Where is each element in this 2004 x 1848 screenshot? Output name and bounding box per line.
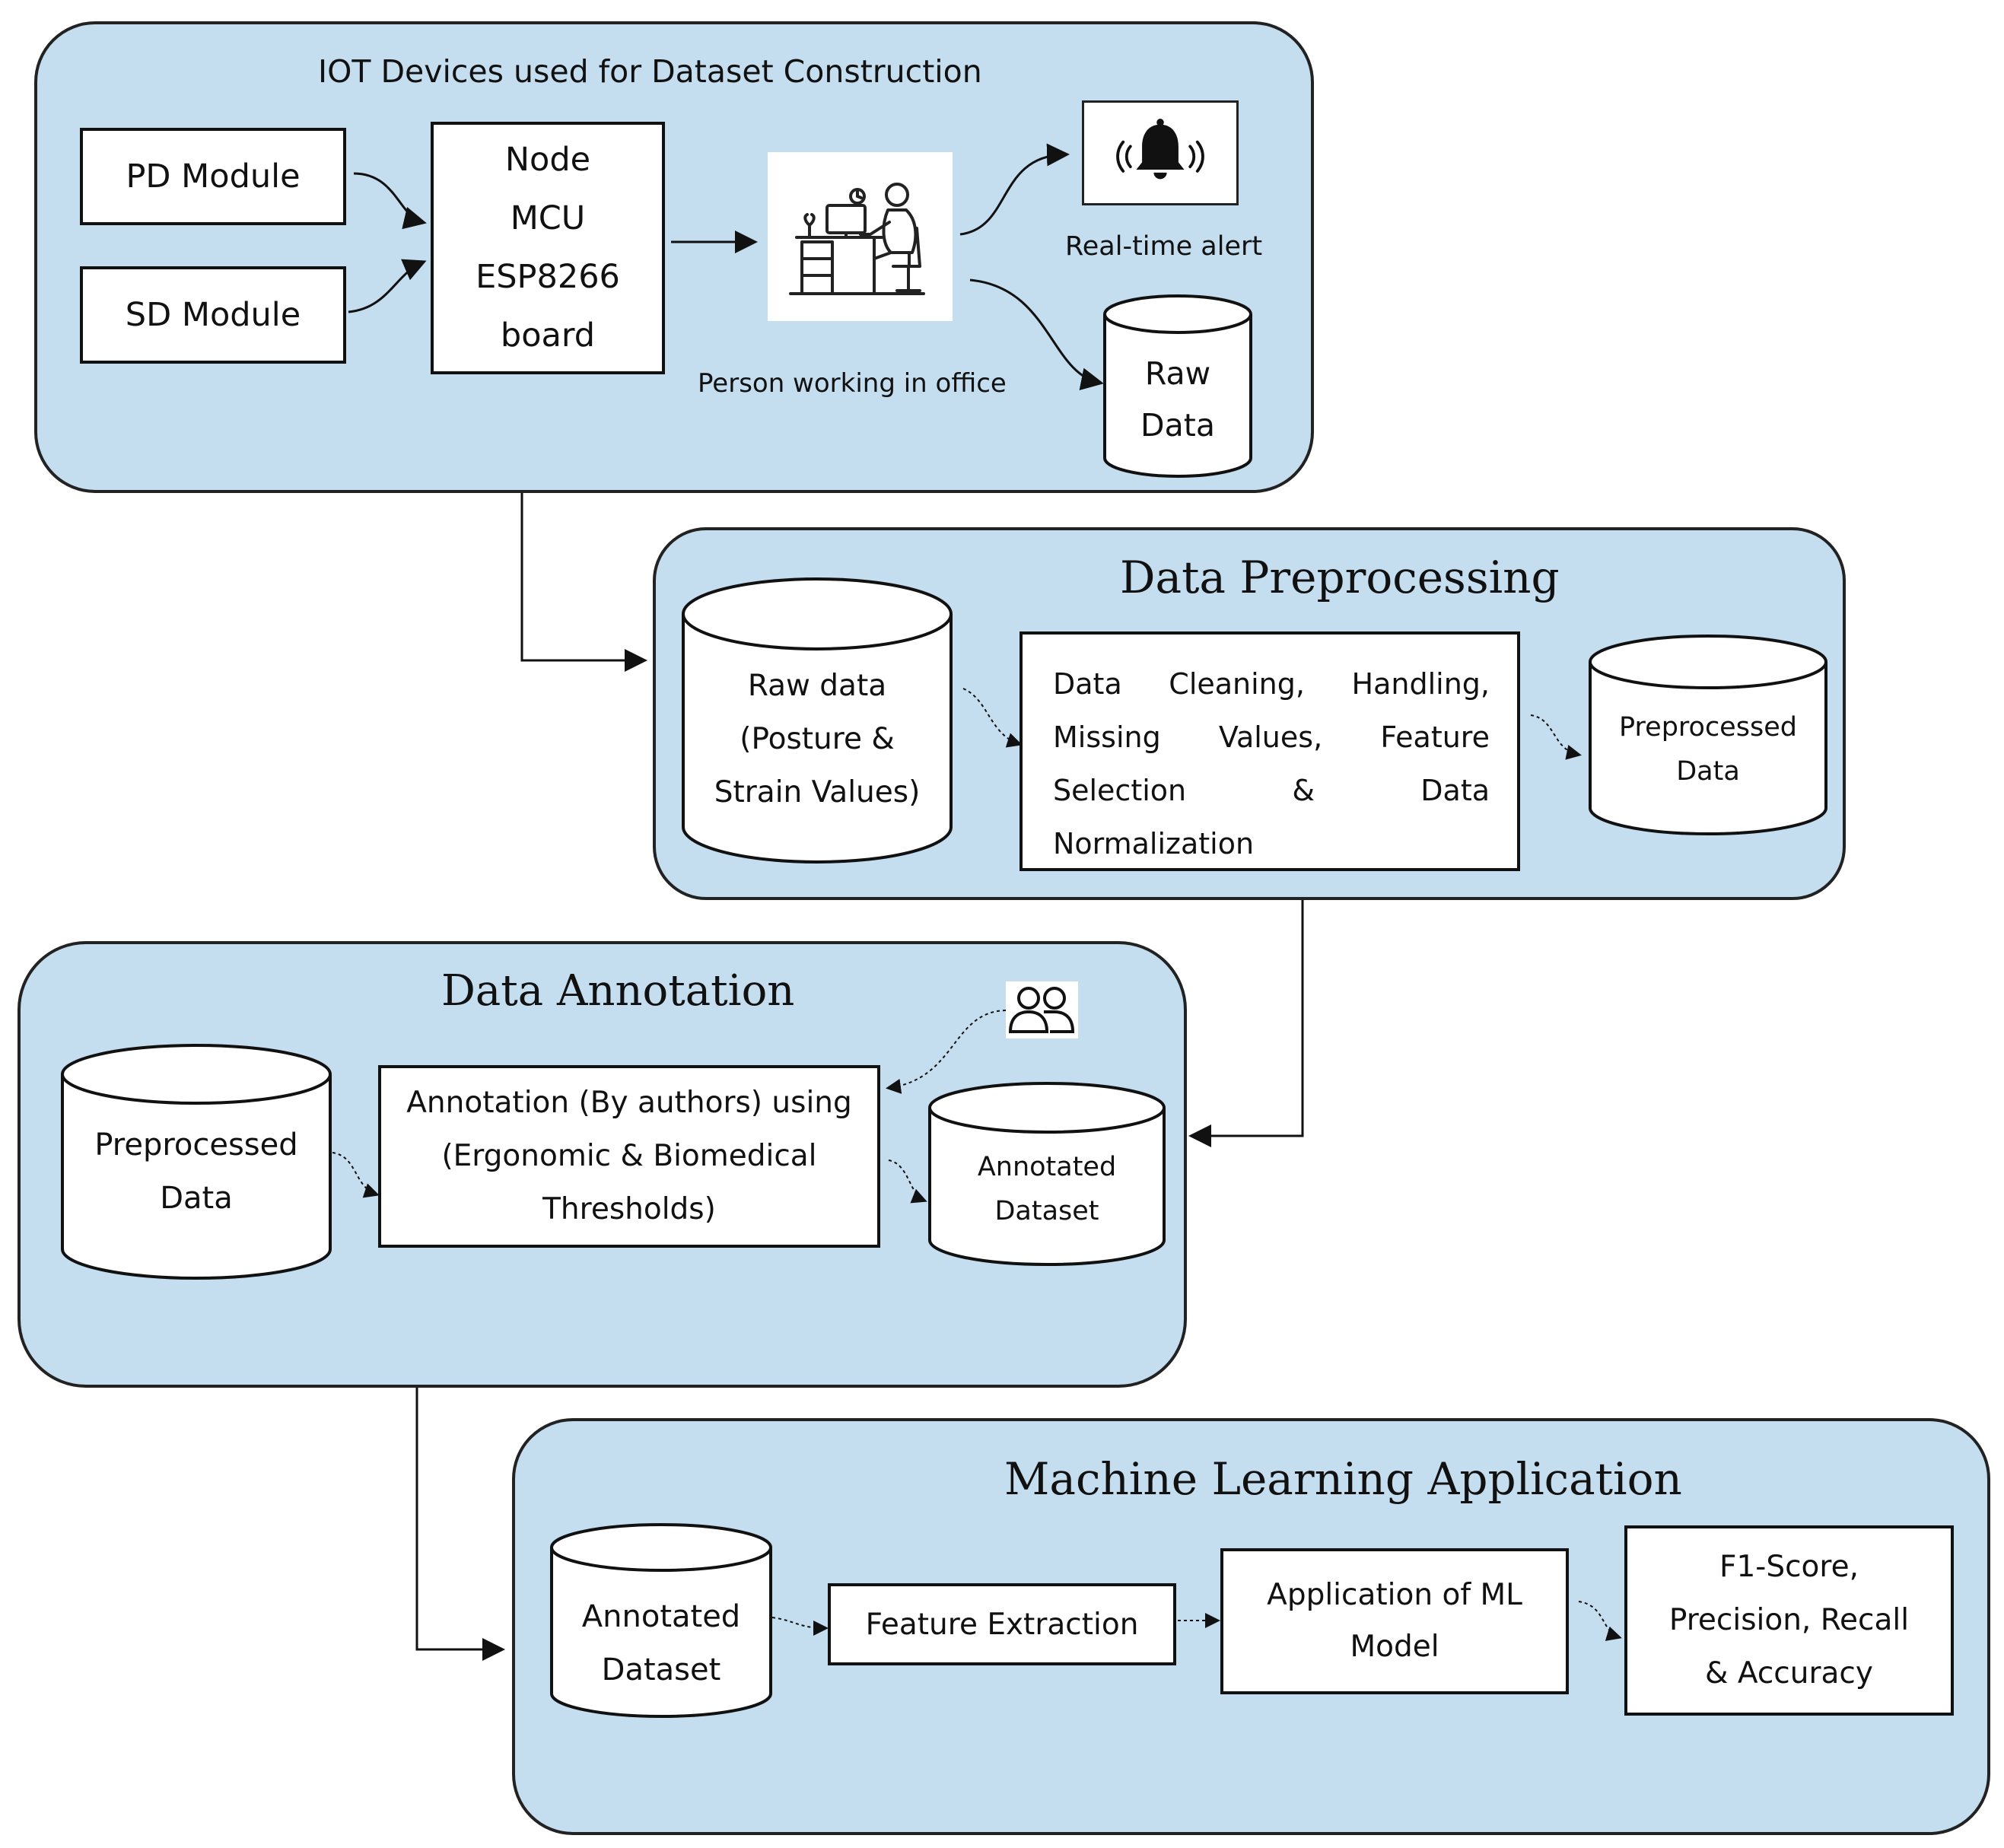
arrow-dataset-to-features: [771, 1617, 829, 1636]
preprocessed-data-label-1: Preprocessed Data: [1619, 712, 1797, 787]
metrics-box: F1-Score, Precision, Recall & Accuracy: [1624, 1525, 1954, 1716]
raw-data-cylinder: Raw Data: [1102, 293, 1254, 479]
arrow-cleaning-to-preprocessed: [1530, 714, 1582, 760]
pd-module-label: PD Module: [126, 157, 301, 196]
annotated-dataset-cylinder-2: Annotated Dataset: [549, 1522, 774, 1719]
ml-model-label: Application of ML Model: [1267, 1578, 1522, 1664]
preprocessing-steps-line: Missing Values, Feature: [1053, 711, 1490, 764]
arrow-users-to-annotation: [886, 1010, 1007, 1094]
node-mcu-label: Node MCU ESP8266 board: [476, 141, 620, 355]
preprocessing-steps-word: Feature: [1380, 720, 1490, 754]
person-caption: Person working in office: [698, 368, 1007, 399]
preprocessing-steps-word: Cleaning,: [1169, 667, 1305, 701]
arrow-person-to-alert: [959, 143, 1070, 236]
feature-extraction-label: Feature Extraction: [865, 1607, 1139, 1642]
arrow-person-to-rawdata: [969, 278, 1104, 390]
annotation-process-label: Annotation (By authors) using (Ergonomic…: [406, 1086, 852, 1226]
sd-module-label: SD Module: [125, 296, 301, 334]
preprocessing-steps-word: Normalization: [1053, 827, 1255, 860]
preprocessing-panel-title: Data Preprocessing: [1120, 552, 1560, 603]
annotation-panel-title: Data Annotation: [441, 966, 795, 1016]
annotated-dataset-label-1: Annotated Dataset: [977, 1152, 1117, 1226]
preprocessing-steps-word: Handling,: [1351, 667, 1490, 701]
connector-annotation-to-ml: [415, 1388, 505, 1661]
iot-panel-title: IOT Devices used for Dataset Constructio…: [318, 53, 982, 90]
feature-extraction-box: Feature Extraction: [828, 1583, 1176, 1665]
arrow-annotation-to-dataset: [888, 1159, 927, 1204]
preprocessed-data-cylinder-1: Preprocessed Data: [1587, 633, 1829, 837]
preprocessing-steps-line: Data Cleaning, Handling,: [1053, 657, 1490, 711]
preprocessing-steps-text: Data Cleaning, Handling, Missing Values, Feat…: [1053, 657, 1490, 870]
annotation-process-box: Annotation (By authors) using (Ergonomic…: [378, 1065, 880, 1248]
annotated-dataset-cylinder-1: Annotated Dataset: [927, 1080, 1167, 1267]
metrics-label: F1-Score, Precision, Recall & Accuracy: [1668, 1550, 1910, 1691]
bell-alarm-icon: [1082, 100, 1239, 205]
ml-model-box: Application of ML Model: [1220, 1548, 1569, 1694]
raw-data-label: Raw Data: [1140, 355, 1215, 444]
raw-data-posture-label: Raw data (Posture & Strain Values): [714, 669, 921, 809]
preprocessing-steps-line: Selection & Data: [1053, 764, 1490, 817]
pd-module-box: PD Module: [80, 128, 346, 225]
preprocessed-data-label-2: Preprocessed Data: [94, 1128, 298, 1216]
preprocessing-steps-word: Missing: [1053, 720, 1161, 754]
preprocessing-steps-word: Selection: [1053, 774, 1187, 807]
ml-panel-title: Machine Learning Application: [1004, 1453, 1682, 1505]
alert-caption: Real-time alert: [1065, 231, 1263, 262]
preprocessing-steps-line: Normalization: [1053, 817, 1490, 870]
preprocessed-data-cylinder-2: Preprocessed Data: [59, 1042, 333, 1282]
person-at-desk-icon: [768, 152, 953, 321]
preprocessing-steps-box: Data Cleaning, Handling, Missing Values, Feat…: [1019, 631, 1520, 871]
iot-panel: [34, 21, 1314, 493]
node-mcu-box: Node MCU ESP8266 board: [431, 122, 665, 374]
raw-data-posture-cylinder: Raw data (Posture & Strain Values): [680, 576, 954, 865]
connector-preprocessing-to-annotation: [1188, 900, 1304, 1147]
preprocessing-steps-word: Values,: [1218, 720, 1323, 754]
arrow-preprocessed-to-annotation: [332, 1152, 380, 1198]
preprocessing-steps-word: Data: [1420, 774, 1490, 807]
preprocessing-steps-word: &: [1292, 774, 1315, 807]
arrow-rawdata-to-cleaning: [962, 688, 1023, 748]
arrow-pd-to-node: [353, 172, 427, 230]
arrow-sd-to-node: [348, 259, 427, 313]
two-users-icon: [1006, 981, 1078, 1039]
sd-module-box: SD Module: [80, 266, 346, 364]
connector-iot-to-preprocessing: [520, 493, 647, 672]
preprocessing-steps-word: Data: [1053, 667, 1122, 701]
arrow-model-to-metrics: [1578, 1601, 1622, 1641]
annotated-dataset-label-2: Annotated Dataset: [581, 1599, 741, 1687]
